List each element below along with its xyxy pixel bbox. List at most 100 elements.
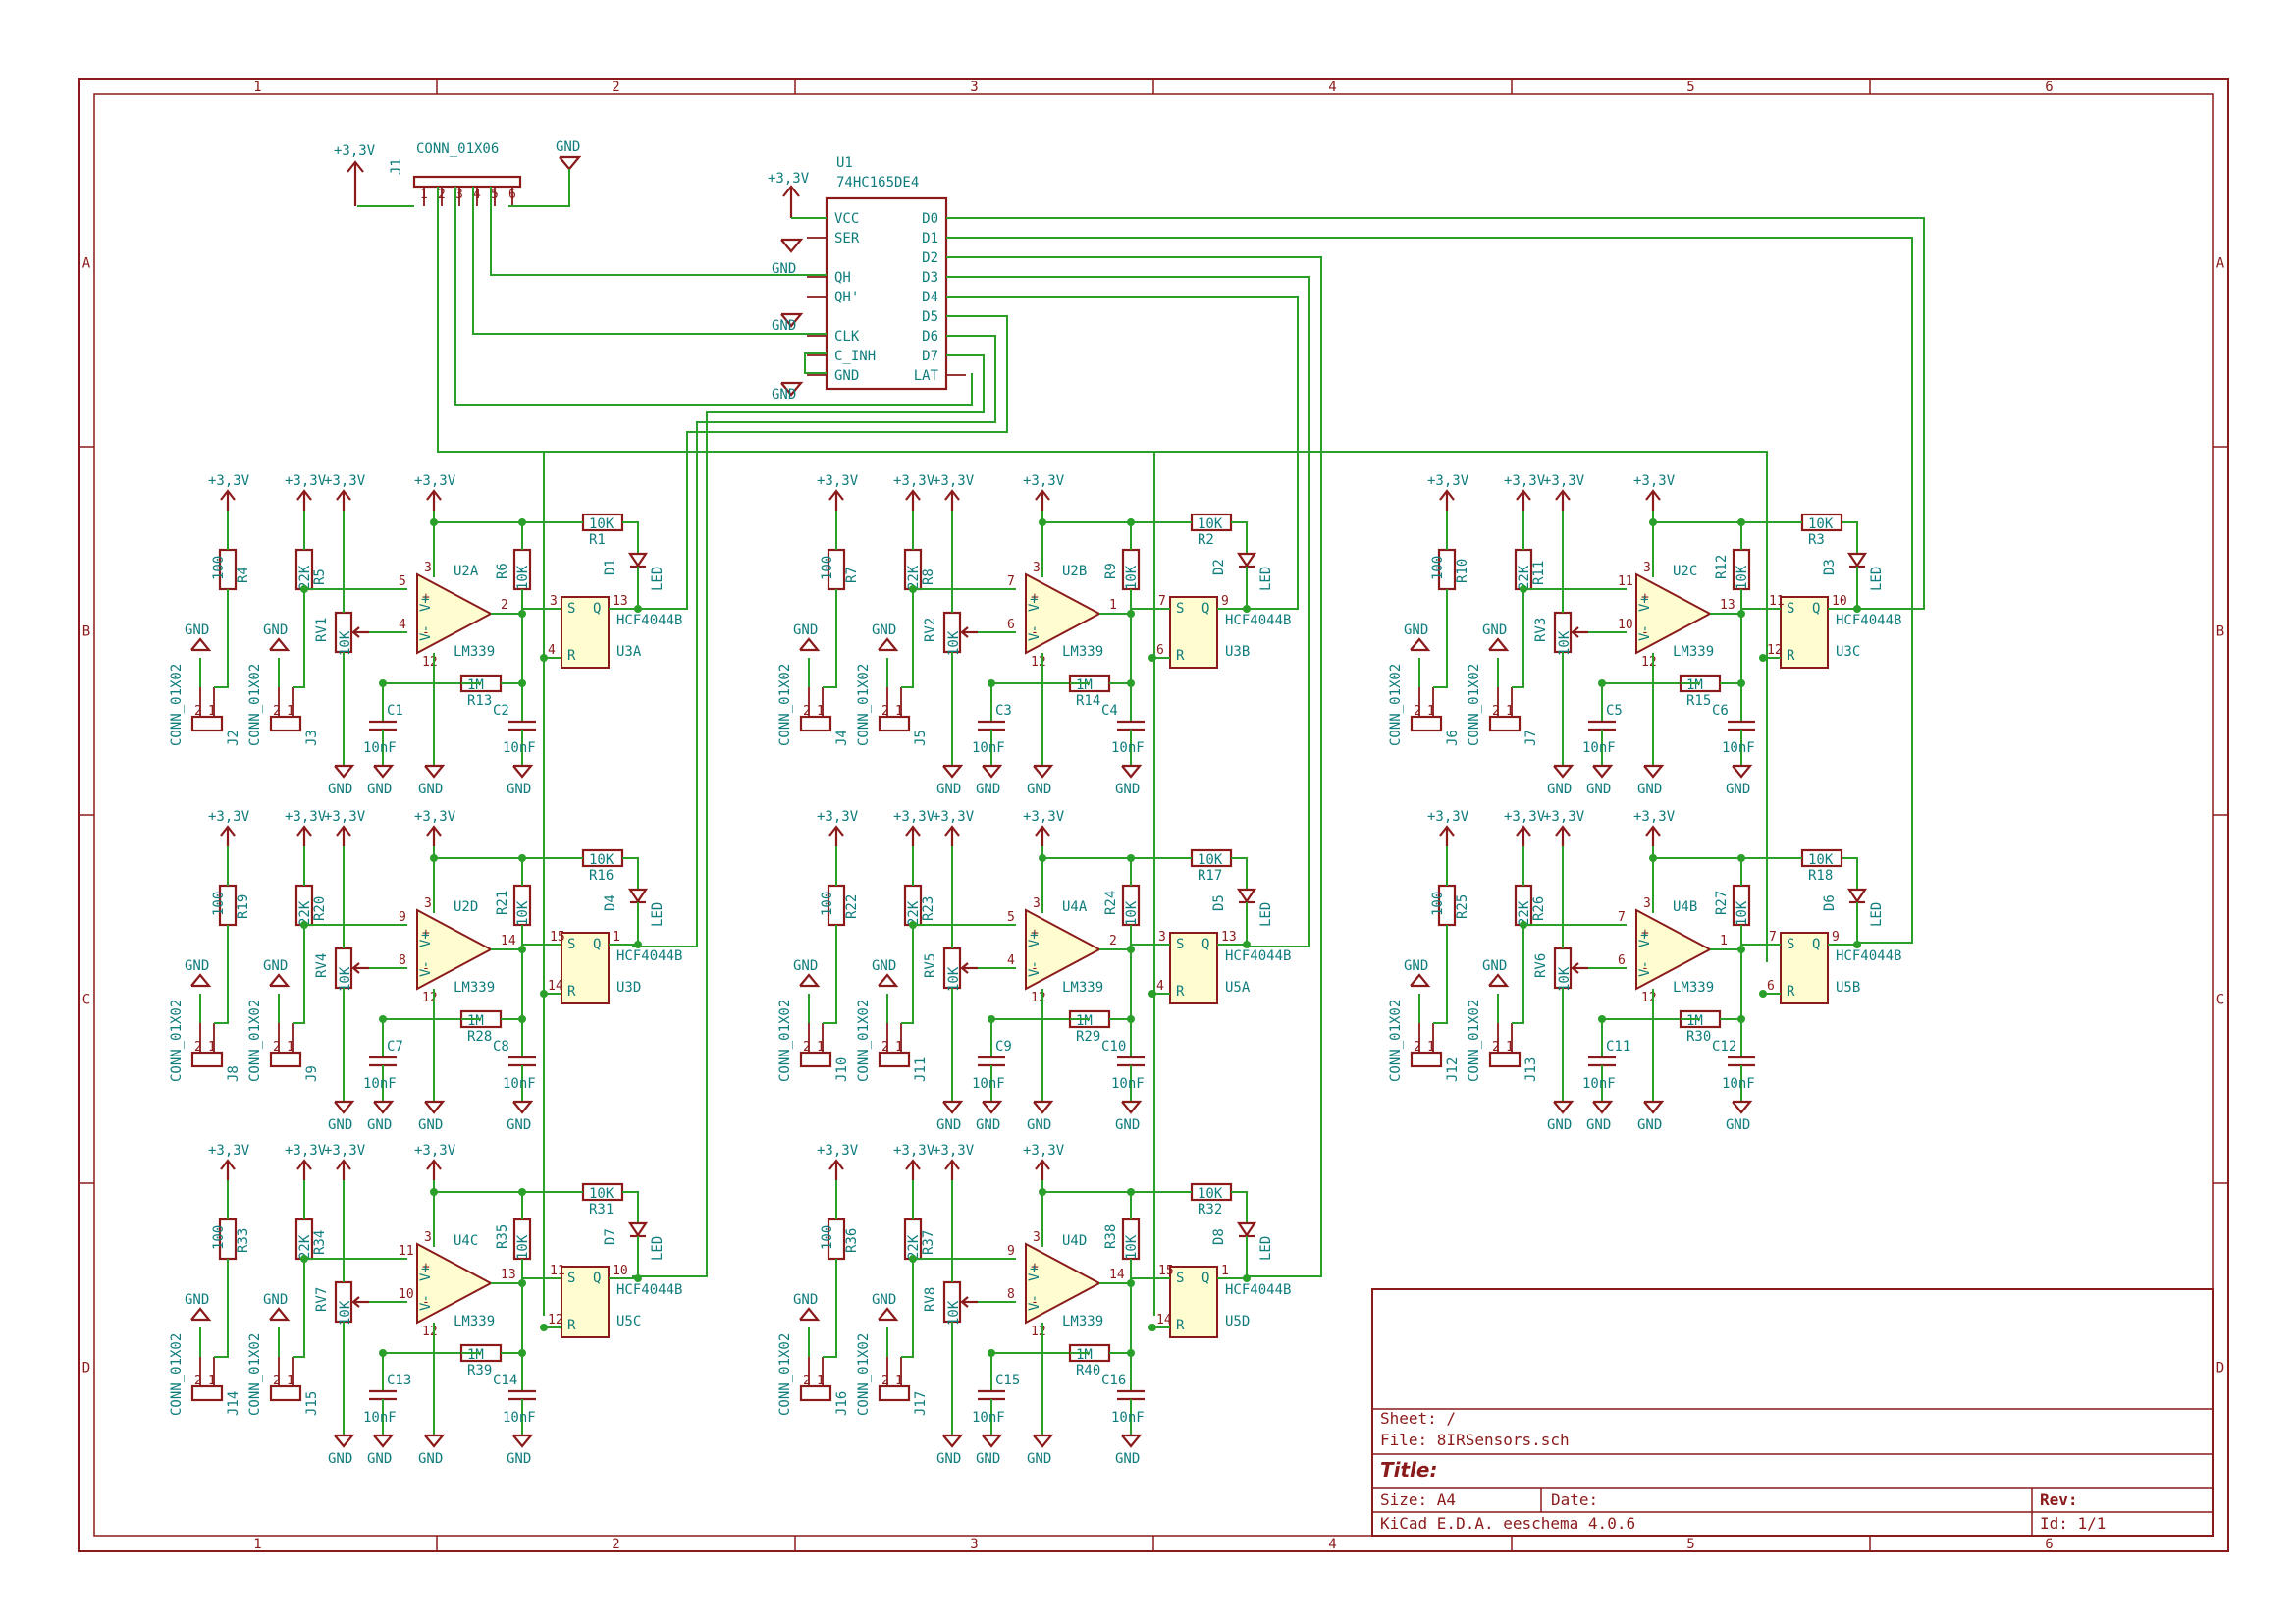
conn-ref: J14 (226, 1391, 241, 1416)
conn-pin: 1 (1506, 704, 1514, 719)
res-ref: R38 (1103, 1224, 1119, 1249)
latch-pin: 4 (548, 643, 556, 658)
cap-ref: C10 (1101, 1039, 1126, 1055)
opamp-pin: 13 (1720, 598, 1735, 613)
gnd-label: GND (328, 1451, 352, 1467)
power-label: +3,3V (285, 809, 327, 825)
gnd-label: GND (1637, 1117, 1662, 1133)
power-label: +3,3V (933, 1143, 975, 1159)
power-label: +3,3V (208, 473, 250, 489)
latch-r: R (567, 984, 576, 1000)
opamp-pin: 3 (424, 1230, 432, 1245)
opamp-pin: 12 (422, 1325, 438, 1339)
res-value: 10K (589, 516, 614, 532)
conn-value: CONN_01X02 (777, 1000, 793, 1082)
opamp-pin: 7 (1618, 910, 1626, 925)
res-ref: R18 (1808, 868, 1833, 884)
res-ref: R10 (1455, 559, 1470, 583)
conn-pin: 1 (1427, 704, 1435, 719)
pot-ref: RV2 (923, 618, 938, 642)
cap-ref: C6 (1712, 703, 1729, 719)
cap-value: 10nF (503, 740, 536, 756)
latch-ref: U3A (616, 644, 642, 660)
power-label: +3,3V (817, 1143, 859, 1159)
pot-ref: RV8 (923, 1287, 938, 1312)
latch-pin: 12 (548, 1313, 563, 1327)
opamp-plus: + (422, 926, 430, 941)
conn-pin: 2 (803, 1040, 811, 1055)
gnd-label: GND (872, 1292, 896, 1308)
opamp-pin: 12 (422, 655, 438, 670)
tb-date: Date: (1551, 1490, 1598, 1509)
pot-value: 10K (946, 630, 962, 656)
res-ref: R36 (844, 1228, 860, 1253)
opamp-plus: + (1031, 926, 1039, 941)
latch-s: S (567, 937, 575, 952)
gnd-label: GND (328, 782, 352, 797)
res-ref: R32 (1198, 1202, 1222, 1218)
gnd-label: GND (507, 1117, 531, 1133)
gnd-label: GND (1726, 1117, 1750, 1133)
cap-value: 10nF (503, 1410, 536, 1426)
latch-value: HCF4044B (616, 613, 682, 628)
gnd-label: GND (1547, 782, 1572, 797)
conn-ref: J16 (834, 1391, 850, 1416)
led-ref: D1 (603, 559, 618, 575)
u1-gnd-1: GND (772, 261, 796, 277)
opamp-value: LM339 (454, 644, 495, 660)
opamp-pin: 9 (399, 910, 406, 925)
res-value: 22K (906, 565, 922, 590)
opamp-vminus: V- (1027, 624, 1042, 641)
latch-r: R (567, 648, 576, 664)
res-value: 1M (467, 1013, 484, 1029)
latch-pin: 10 (613, 1264, 628, 1278)
gnd-label: GND (1482, 623, 1507, 638)
latch-ref: U3C (1836, 644, 1860, 660)
res-ref: R14 (1076, 693, 1100, 709)
conn-value: CONN_01X02 (247, 664, 263, 746)
res-ref: R39 (467, 1363, 492, 1379)
gnd-label: GND (263, 1292, 288, 1308)
res-value: 100 (820, 1225, 835, 1250)
col-label-top: 5 (1686, 80, 1694, 95)
latch-s: S (1176, 937, 1184, 952)
opamp-plus: + (1641, 926, 1649, 941)
res-value: 10K (1735, 565, 1750, 590)
u1-right-pin-label: D4 (922, 290, 938, 305)
led-ref: D7 (603, 1228, 618, 1245)
u1-gnd-2: GND (772, 318, 796, 334)
gnd-label: GND (367, 782, 392, 797)
latch-pin: 1 (613, 930, 620, 945)
power-label: +3,3V (285, 1143, 327, 1159)
conn-ref: J7 (1523, 730, 1539, 746)
res-ref: R11 (1531, 561, 1547, 585)
conn-pin: 1 (1427, 1040, 1435, 1055)
row-label-right: A (2216, 256, 2225, 272)
gnd-label: GND (367, 1117, 392, 1133)
latch-q: Q (593, 1271, 601, 1286)
conn-pin: 2 (881, 704, 889, 719)
opamp-ref: U2A (454, 564, 479, 579)
res-value: 22K (1517, 565, 1532, 590)
res-ref: R33 (236, 1228, 251, 1253)
gnd-label: GND (1027, 1451, 1051, 1467)
power-label: +3,3V (208, 1143, 250, 1159)
cap-ref: C13 (387, 1373, 411, 1388)
opamp-vminus: V- (1027, 960, 1042, 977)
latch-q: Q (1201, 1271, 1209, 1286)
gnd-label: GND (976, 1451, 1000, 1467)
res-value: 100 (211, 1225, 227, 1250)
opamp-vminus: V- (1637, 624, 1653, 641)
conn-pin: 1 (208, 1374, 216, 1388)
conn-value: CONN_01X02 (777, 1333, 793, 1416)
gnd-label: GND (872, 958, 896, 974)
opamp-vminus: V- (1637, 960, 1653, 977)
latch-value: HCF4044B (1225, 613, 1291, 628)
latch-ref: U3B (1225, 644, 1250, 660)
conn-pin: 2 (194, 1040, 202, 1055)
